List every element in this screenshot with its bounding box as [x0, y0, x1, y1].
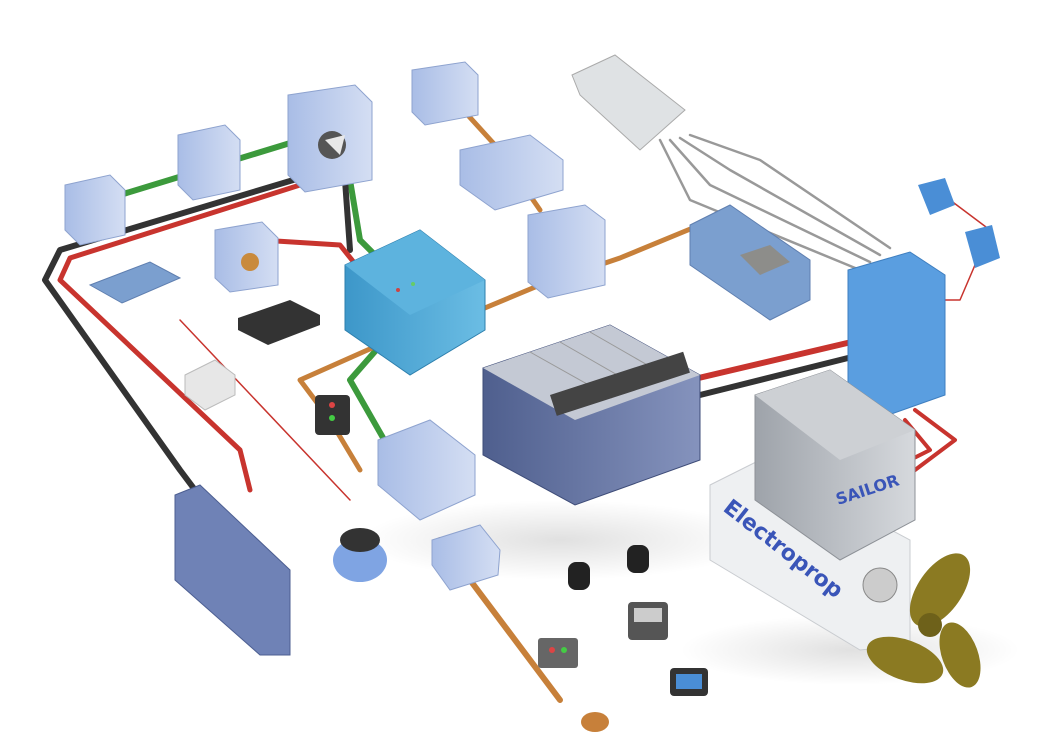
black-cable-main [42, 175, 303, 493]
red-cable-battery [687, 337, 863, 383]
battery-monitor [670, 668, 708, 696]
junction-box-isolator [287, 84, 373, 193]
green-cable-charger [347, 177, 383, 263]
shaft-coupling [581, 712, 609, 732]
electric-motor: SAILOR [754, 369, 916, 603]
battery-charger [344, 229, 486, 376]
green-cable-down [347, 337, 393, 453]
shore-socket [411, 61, 479, 126]
bilge-sensor [333, 528, 387, 582]
thru-hull-box [431, 524, 501, 591]
cooling-fan-1 [918, 178, 955, 215]
junction-box-center [527, 204, 606, 299]
led-light [571, 54, 686, 151]
black-cable-battery [697, 352, 863, 398]
junction-box-left [64, 174, 126, 246]
battery-switch [315, 395, 350, 435]
dc-converter [689, 204, 811, 321]
junction-box-small [214, 221, 279, 293]
galvanic-isolator [459, 134, 564, 211]
monitor-display [628, 602, 668, 640]
throttle-knob-1 [568, 562, 590, 590]
propeller [866, 553, 981, 688]
cooling-fan-2 [965, 225, 1000, 268]
throttle-knob-2 [627, 545, 649, 573]
shunt-box [377, 419, 476, 521]
display-module [238, 300, 320, 345]
shaft-switch [538, 638, 578, 668]
control-panel [88, 261, 182, 304]
starter-battery [174, 484, 291, 656]
red-cable-main [57, 182, 303, 493]
black-cable-charger [342, 177, 353, 253]
grey-wires-light [658, 133, 892, 272]
battery-bank [482, 324, 701, 506]
fuse-block [184, 359, 236, 411]
junction-box-mid [177, 124, 241, 201]
thin-red-signal [179, 319, 351, 501]
